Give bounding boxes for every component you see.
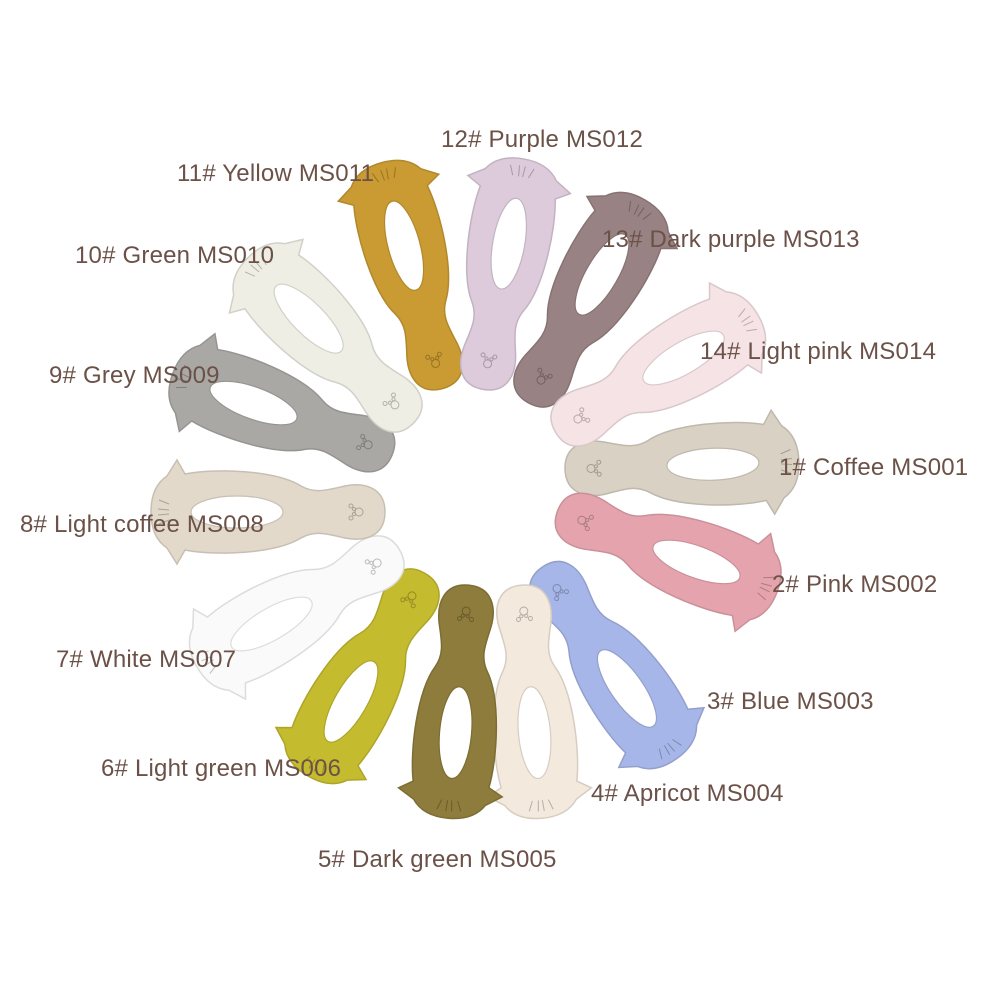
handle-hole (596, 649, 658, 728)
spoon-13 (513, 191, 679, 408)
label-light-pink-ms014: 14# Light pink MS014 (700, 338, 937, 365)
spoon-5 (397, 584, 504, 820)
handle-hole (230, 596, 313, 652)
whiskers (371, 167, 396, 183)
whiskers (301, 756, 325, 776)
whiskers (528, 799, 554, 812)
label-pink-ms002: 2# Pink MS002 (772, 571, 938, 598)
label-blue-ms003: 3# Blue MS003 (707, 688, 874, 715)
spoon-6 (274, 568, 440, 785)
label-light-coffee-ms008: 8# Light coffee MS008 (20, 511, 264, 538)
paw-print-icon (348, 503, 364, 521)
paw-print-icon (457, 606, 475, 623)
paw-print-icon (552, 584, 569, 602)
paw-print-icon (480, 352, 498, 369)
paw-print-icon (382, 392, 400, 410)
label-coffee-ms001: 1# Coffee MS001 (779, 454, 969, 481)
label-dark-green-ms005: 5# Dark green MS005 (318, 846, 557, 873)
whiskers (197, 650, 217, 674)
handle-hole (209, 380, 298, 426)
spoon-14 (550, 281, 767, 447)
spoon-9 (168, 332, 396, 473)
handle-hole (438, 686, 473, 780)
label-dark-purple-ms013: 13# Dark purple MS013 (602, 226, 860, 253)
spoon-10 (228, 238, 423, 433)
whiskers (176, 364, 193, 389)
whiskers (757, 576, 774, 601)
whiskers (157, 499, 170, 525)
handle-hole (574, 233, 630, 316)
paw-print-icon (573, 407, 591, 424)
label-light-green-ms006: 6# Light green MS006 (101, 755, 342, 782)
paw-print-icon (364, 558, 382, 575)
label-white-ms007: 7# White MS007 (56, 646, 237, 673)
whiskers (244, 254, 267, 277)
spoon-7 (188, 535, 405, 701)
label-green-ms010: 10# Green MS010 (75, 242, 275, 269)
label-purple-ms012: 12# Purple MS012 (441, 126, 643, 153)
spoon-11 (336, 159, 464, 391)
handle-hole (273, 283, 344, 354)
handle-hole (490, 197, 528, 290)
whiskers (738, 308, 758, 332)
handle-hole (642, 330, 725, 386)
whiskers (628, 200, 652, 220)
spoon-3 (529, 560, 706, 770)
spoon-8 (150, 458, 386, 566)
spoon-1 (564, 408, 800, 516)
handle-hole (652, 539, 741, 585)
paw-print-icon (425, 351, 442, 369)
whiskers (658, 739, 682, 760)
paw-print-icon (536, 367, 553, 385)
handle-hole (323, 660, 379, 743)
spoon-12 (459, 157, 572, 391)
label-grey-ms009: 9# Grey MS009 (49, 362, 220, 389)
paw-print-icon (356, 433, 373, 451)
paw-print-icon (400, 591, 417, 609)
paw-print-icon (577, 514, 594, 532)
handle-hole (666, 447, 760, 481)
paw-print-icon (515, 606, 533, 623)
whiskers (436, 799, 462, 812)
handle-hole (517, 686, 552, 780)
whiskers (509, 164, 535, 179)
label-yellow-ms011: 11# Yellow MS011 (177, 160, 375, 187)
handle-hole (383, 200, 425, 291)
spoon-4 (486, 584, 593, 820)
handle-hole (190, 495, 284, 529)
paw-print-icon (586, 459, 602, 477)
whiskers (780, 449, 793, 474)
label-apricot-ms004: 4# Apricot MS004 (591, 780, 784, 807)
spoon-2 (554, 492, 782, 633)
